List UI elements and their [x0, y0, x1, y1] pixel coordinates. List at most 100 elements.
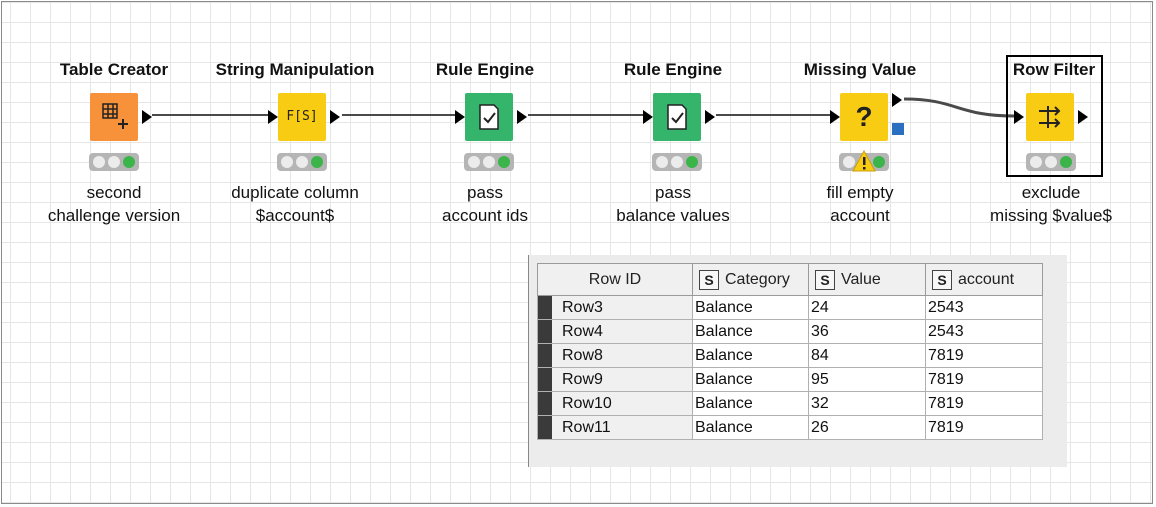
- node-description[interactable]: pass account ids: [400, 181, 570, 227]
- connection-1-2[interactable]: [152, 114, 270, 116]
- desc-line-2: account ids: [442, 206, 528, 225]
- node-title: Row Filter: [1012, 60, 1096, 79]
- cell-account: 7819: [925, 415, 1043, 440]
- status-light-red: [281, 156, 293, 168]
- cell-category: Balance: [692, 391, 809, 416]
- row-id-text: Row8: [562, 346, 603, 364]
- output-port[interactable]: [892, 93, 902, 107]
- warning-icon[interactable]: [852, 150, 876, 172]
- node-status-lights: [277, 153, 327, 171]
- cell-value: 36: [808, 319, 926, 344]
- table-row[interactable]: Row11 Balance 26 7819: [537, 415, 1043, 440]
- desc-line-1: pass: [467, 183, 503, 202]
- node-status-lights: [652, 153, 702, 171]
- status-light-green: [311, 156, 323, 168]
- cell-category: Balance: [692, 367, 809, 392]
- node-title: Rule Engine: [623, 60, 723, 79]
- node-status-lights: [1026, 153, 1076, 171]
- node-description[interactable]: second challenge version: [29, 181, 199, 227]
- row-id-text: Row3: [562, 298, 603, 316]
- status-light-green: [686, 156, 698, 168]
- cell-value: 95: [808, 367, 926, 392]
- row-id-cell: Row9: [537, 367, 693, 392]
- node-title: Missing Value: [803, 60, 917, 79]
- cell-account: 2543: [925, 319, 1043, 344]
- node-description[interactable]: exclude missing $value$: [966, 181, 1136, 227]
- question-glyph: ?: [855, 101, 873, 132]
- cell-value: 24: [808, 295, 926, 320]
- desc-line-2: account: [830, 206, 890, 225]
- row-id-text: Row11: [562, 418, 611, 436]
- desc-line-1: fill empty: [826, 183, 894, 202]
- desc-line-1: duplicate column: [231, 183, 359, 202]
- output-port[interactable]: [142, 110, 152, 124]
- table-row[interactable]: Row3 Balance 24 2543: [537, 295, 1043, 320]
- row-id-cell: Row8: [537, 343, 693, 368]
- status-light-green: [873, 156, 885, 168]
- output-port[interactable]: [1078, 110, 1088, 124]
- status-light-yellow: [296, 156, 308, 168]
- status-light-green: [498, 156, 510, 168]
- desc-line-2: challenge version: [47, 206, 181, 225]
- input-port[interactable]: [1014, 110, 1024, 124]
- cell-value: 84: [808, 343, 926, 368]
- connection-5-6[interactable]: [902, 94, 1022, 124]
- output-port[interactable]: [517, 110, 527, 124]
- cell-value: 32: [808, 391, 926, 416]
- cell-account: 7819: [925, 343, 1043, 368]
- status-light-red: [468, 156, 480, 168]
- string-type-icon: S: [699, 269, 719, 290]
- connection-2-3[interactable]: [342, 114, 458, 116]
- row-marker: [538, 344, 552, 367]
- input-port[interactable]: [268, 110, 278, 124]
- filter-arrows-icon[interactable]: [1026, 93, 1074, 141]
- connection-4-5[interactable]: [716, 114, 832, 116]
- table-plus-icon[interactable]: [90, 93, 138, 141]
- row-id-cell: Row10: [537, 391, 693, 416]
- cell-category: Balance: [692, 343, 809, 368]
- table-row[interactable]: Row8 Balance 84 7819: [537, 343, 1043, 368]
- table-row[interactable]: Row9 Balance 95 7819: [537, 367, 1043, 392]
- input-port[interactable]: [643, 110, 653, 124]
- header-category-label: Category: [725, 270, 790, 288]
- table-row[interactable]: Row10 Balance 32 7819: [537, 391, 1043, 416]
- status-light-red: [843, 156, 855, 168]
- node-description[interactable]: duplicate column $account$: [210, 181, 380, 227]
- input-port[interactable]: [455, 110, 465, 124]
- fs-formula-icon[interactable]: F[S]: [278, 93, 326, 141]
- desc-line-2: balance values: [616, 206, 730, 225]
- row-marker: [538, 368, 552, 391]
- node-description[interactable]: pass balance values: [588, 181, 758, 227]
- desc-line-1: exclude: [1021, 183, 1081, 202]
- rule-doc-icon[interactable]: [653, 93, 701, 141]
- node-title: String Manipulation: [215, 60, 375, 79]
- output-port[interactable]: [705, 110, 715, 124]
- status-light-red: [1030, 156, 1042, 168]
- string-type-icon: S: [815, 269, 835, 290]
- header-category[interactable]: S Category: [692, 263, 809, 296]
- output-port[interactable]: [330, 110, 340, 124]
- row-id-cell: Row11: [537, 415, 693, 440]
- node-status-lights: [464, 153, 514, 171]
- header-row-id[interactable]: Row ID: [537, 263, 693, 296]
- status-light-yellow: [671, 156, 683, 168]
- flow-variable-port-icon[interactable]: [892, 123, 904, 135]
- header-account-label: account: [958, 270, 1015, 288]
- table-row[interactable]: Row4 Balance 36 2543: [537, 319, 1043, 344]
- connection-3-4[interactable]: [528, 114, 644, 116]
- desc-line-2: $account$: [255, 206, 335, 225]
- row-id-cell: Row3: [537, 295, 693, 320]
- input-port[interactable]: [830, 110, 840, 124]
- cell-account: 7819: [925, 367, 1043, 392]
- row-id-text: Row4: [562, 322, 603, 340]
- question-icon[interactable]: ?: [840, 93, 888, 141]
- node-title: Rule Engine: [435, 60, 535, 79]
- node-description[interactable]: fill empty account: [775, 181, 945, 227]
- rule-doc-icon[interactable]: [465, 93, 513, 141]
